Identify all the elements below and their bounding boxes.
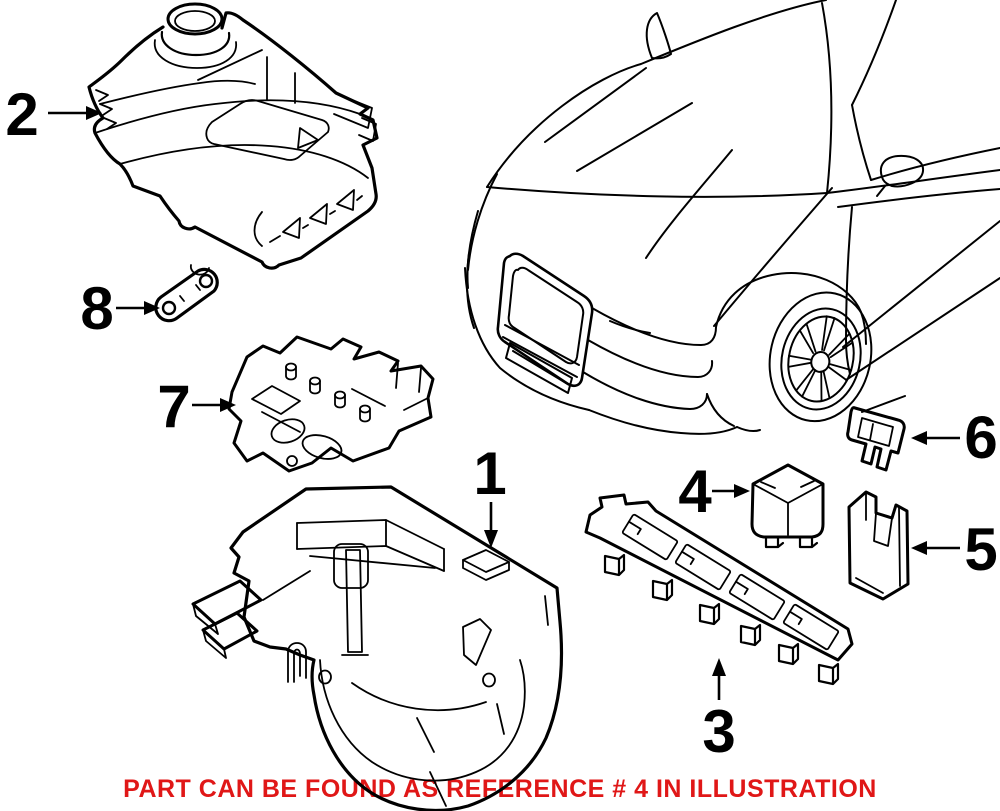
car-window-bottom bbox=[851, 104, 872, 181]
part3-feet bbox=[603, 553, 840, 686]
arrowhead bbox=[220, 398, 236, 412]
part-3-fuse-holder-strip bbox=[584, 493, 854, 686]
callouts: 2 8 7 1 4 6 5 3 bbox=[5, 81, 997, 765]
arrowhead bbox=[911, 431, 927, 445]
part3-outline bbox=[584, 493, 854, 662]
car-windshield-right-edge bbox=[821, 2, 833, 194]
car-bumper-wheel-lip-2 bbox=[736, 426, 761, 432]
car-bumper-curve-1 bbox=[591, 307, 717, 346]
car-mirror-stalk bbox=[876, 185, 886, 197]
callout-number-7: 7 bbox=[157, 373, 190, 440]
part8-outline bbox=[154, 267, 219, 323]
callout-number-2: 2 bbox=[5, 81, 38, 148]
arrowhead bbox=[86, 106, 102, 120]
part2-cap-outer bbox=[166, 2, 224, 36]
arrowhead bbox=[712, 658, 726, 676]
part8-eyelet-hole-1 bbox=[161, 300, 177, 316]
part2-details bbox=[94, 49, 377, 276]
car-bumper-curve-3 bbox=[582, 371, 708, 410]
car-windshield-left-edge bbox=[486, 0, 827, 188]
car-illustration bbox=[464, 0, 1000, 435]
car-grille-outer-frame bbox=[496, 252, 594, 388]
car-grille-slat-1 bbox=[504, 324, 580, 366]
car-beltline bbox=[826, 169, 1000, 194]
part2-cap-inner bbox=[174, 10, 216, 32]
car-plate-slot-inner bbox=[512, 350, 567, 384]
car-hood-crease bbox=[645, 149, 733, 259]
callout-8: 8 bbox=[80, 275, 160, 342]
part6-outline bbox=[846, 406, 906, 472]
part2-cap-collar-2 bbox=[153, 39, 237, 69]
car-antenna-fin bbox=[645, 12, 672, 60]
callout-2: 2 bbox=[5, 81, 102, 148]
car-fender-crease bbox=[713, 187, 833, 327]
callout-3: 3 bbox=[702, 658, 736, 765]
arrowhead bbox=[734, 484, 750, 498]
car-bumper-wheel-lip bbox=[706, 393, 735, 427]
car-windshield-reflection-1 bbox=[544, 67, 647, 143]
part7-details bbox=[251, 362, 429, 467]
car-bumper-left-edge bbox=[464, 267, 590, 411]
callout-number-1: 1 bbox=[473, 440, 506, 507]
car-window-sill bbox=[870, 147, 1000, 181]
car-sill-line-1 bbox=[842, 220, 1000, 348]
part-5-protective-cover bbox=[847, 490, 910, 601]
callout-number-8: 8 bbox=[80, 275, 113, 342]
callout-number-4: 4 bbox=[678, 458, 712, 525]
part6-element-window bbox=[857, 417, 894, 447]
car-cowl-line bbox=[486, 186, 828, 198]
car-plate-slot bbox=[505, 342, 573, 394]
part1-details bbox=[191, 519, 549, 807]
car-roof-side-edge bbox=[851, 0, 897, 106]
callout-1: 1 bbox=[473, 440, 507, 548]
part-6-blade-fuse bbox=[846, 406, 906, 472]
car-sill-line-2 bbox=[845, 277, 1000, 381]
part-2-electronics-box-cover bbox=[87, 2, 379, 276]
part-8-link-strap bbox=[154, 267, 219, 323]
car-front-wheel bbox=[768, 291, 873, 423]
part8-eyelet-hole-2 bbox=[198, 273, 214, 289]
car-headlight-edge bbox=[609, 320, 651, 334]
callout-6: 6 bbox=[911, 404, 998, 471]
part7-outline bbox=[227, 335, 435, 473]
car-door-shut-line bbox=[845, 206, 853, 375]
part1-outline bbox=[229, 485, 564, 811]
wheel-spokes bbox=[787, 315, 854, 403]
part-1-fuse-box-lower-housing bbox=[191, 485, 564, 811]
part-7-mounting-bracket bbox=[227, 335, 435, 473]
car-shoulder-line bbox=[837, 188, 1000, 208]
callout-number-6: 6 bbox=[964, 404, 997, 471]
part2-outline bbox=[87, 11, 379, 270]
callout-number-3: 3 bbox=[702, 698, 735, 765]
car-windshield-reflection-2 bbox=[576, 102, 693, 172]
car-rocker-line bbox=[861, 395, 906, 413]
part5-details bbox=[855, 491, 901, 594]
callout-4: 4 bbox=[678, 458, 750, 525]
arrowhead bbox=[911, 541, 927, 555]
part-4-relay bbox=[750, 463, 825, 549]
car-wheel-arch bbox=[715, 272, 867, 345]
arrowhead bbox=[484, 530, 498, 548]
tire-outer bbox=[768, 291, 873, 423]
rim-outer bbox=[780, 307, 862, 411]
wheel-hub bbox=[810, 350, 831, 373]
part2-cap-collar bbox=[160, 30, 231, 57]
arrowhead bbox=[144, 301, 160, 315]
car-bumper-bottom bbox=[588, 409, 738, 435]
rim-inner bbox=[787, 315, 855, 403]
part4-details bbox=[752, 480, 824, 549]
callout-5: 5 bbox=[911, 516, 998, 583]
car-bumper-curve-2 bbox=[587, 339, 714, 378]
callout-7: 7 bbox=[157, 373, 236, 440]
part5-outline bbox=[847, 490, 910, 601]
part7-studs bbox=[285, 362, 371, 423]
callout-number-5: 5 bbox=[964, 516, 997, 583]
part3-sockets bbox=[621, 513, 840, 651]
car-side-mirror bbox=[879, 154, 925, 188]
car-grille-slat-2 bbox=[502, 336, 578, 378]
